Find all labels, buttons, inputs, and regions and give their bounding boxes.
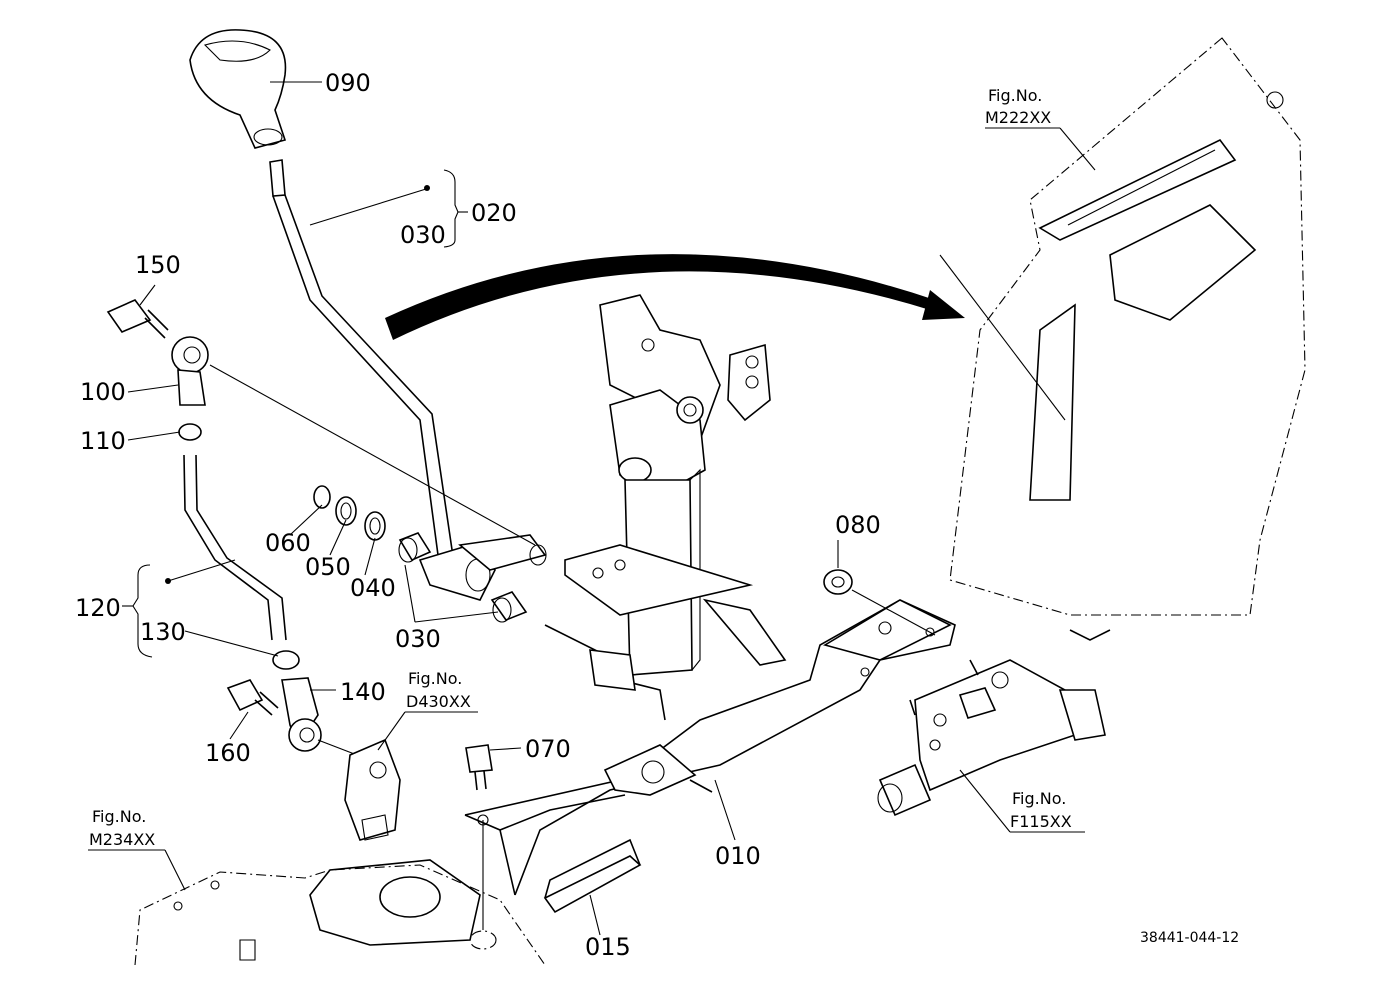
fig-ref-d430-code: D430XX — [406, 692, 471, 711]
callout-160: 160 — [205, 739, 251, 767]
fig-ref-f115-code: F115XX — [1010, 812, 1072, 831]
callout-020: 020 — [471, 199, 517, 227]
drawing-number: 38441-044-12 — [1140, 930, 1239, 946]
callout-015: 015 — [585, 933, 631, 961]
fig-ref-f115-title: Fig.No. — [1012, 789, 1066, 808]
linkage-rod-drawing — [106, 299, 536, 761]
callout-090: 090 — [325, 69, 371, 97]
fig-ref-d430-title: Fig.No. — [408, 669, 462, 688]
callout-080: 080 — [835, 511, 881, 539]
washers-bushings-drawing — [313, 485, 528, 623]
bolt-drawing — [465, 744, 493, 791]
callout-120: 120 — [75, 594, 121, 622]
callout-010: 010 — [715, 842, 761, 870]
callout-100: 100 — [80, 378, 126, 406]
callout-050: 050 — [305, 553, 351, 581]
fig-ref-m222-code: M222XX — [985, 108, 1051, 127]
leader-lines — [88, 81, 1096, 936]
nut-drawing — [823, 569, 936, 636]
arrow-graphic — [385, 254, 965, 340]
callout-150: 150 — [135, 251, 181, 279]
mount-bracket-drawing — [344, 738, 401, 841]
callout-070: 070 — [525, 735, 571, 763]
callout-130: 130 — [140, 618, 186, 646]
fig-ref-m222-title: Fig.No. — [988, 86, 1042, 105]
cover-panel-drawing — [939, 37, 1306, 641]
callout-060: 060 — [265, 529, 311, 557]
callout-030-top: 030 — [400, 221, 446, 249]
channel-drawing — [543, 838, 642, 914]
callout-040: 040 — [350, 574, 396, 602]
callout-140: 140 — [340, 678, 386, 706]
column-assembly-drawing — [564, 294, 787, 676]
main-frame-drawing — [464, 599, 956, 930]
callout-110: 110 — [80, 427, 126, 455]
side-bracket-drawing — [877, 659, 1106, 817]
callout-030-bottom: 030 — [395, 625, 441, 653]
fig-ref-m234-title: Fig.No. — [92, 807, 146, 826]
housing-drawing — [134, 859, 546, 966]
fig-ref-m234-code: M234XX — [89, 830, 155, 849]
shift-lever-drawing — [189, 29, 547, 601]
